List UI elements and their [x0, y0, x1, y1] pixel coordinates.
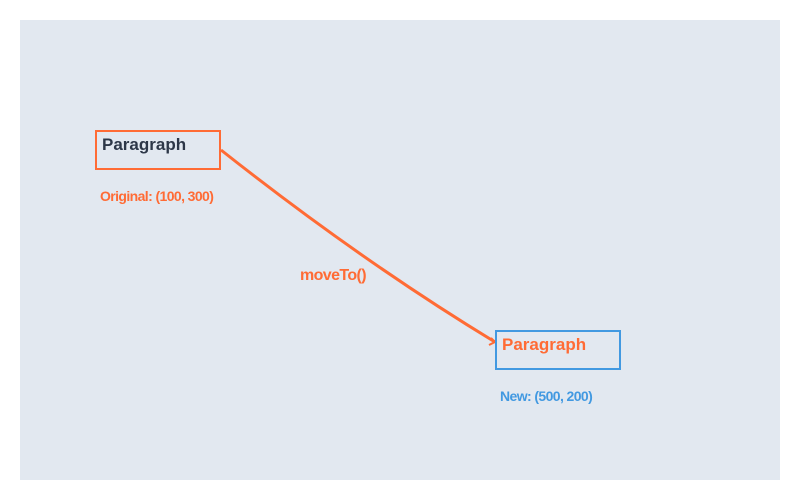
new-position-caption: New: (500, 200): [500, 388, 593, 404]
moved-element-box: Paragraph: [495, 330, 621, 370]
original-position-caption: Original: (100, 300): [100, 188, 214, 204]
move-method-label: moveTo(): [300, 267, 367, 284]
move-arrow: [220, 148, 497, 346]
original-element-box: Paragraph: [95, 130, 221, 170]
diagram-canvas: Paragraph Original: (100, 300) moveTo() …: [20, 20, 780, 480]
original-element-label: Paragraph: [102, 135, 187, 154]
move-arrow-path: [220, 148, 496, 344]
moved-element-label: Paragraph: [502, 335, 587, 354]
